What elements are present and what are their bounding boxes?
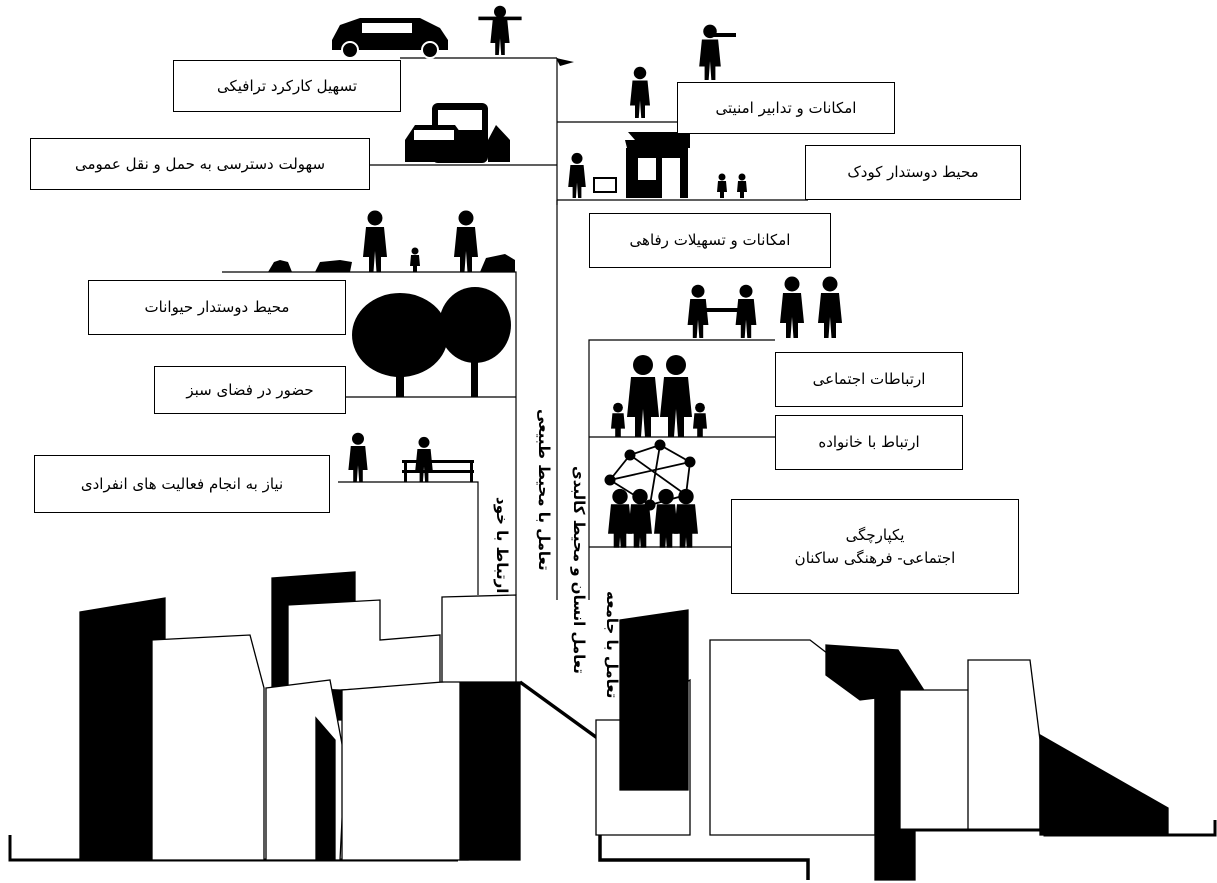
pets-walkers-icon (268, 210, 515, 272)
axis-self-label: ارتباط با خود (493, 496, 511, 594)
need-amenities-box: امکانات و تسهیلات رفاهی (589, 213, 831, 268)
need-child-friendly-box: محیط دوستدار کودک (805, 145, 1021, 200)
car-icon (332, 18, 448, 59)
need-integration-box: یکپارچگی اجتماعی- فرهنگی ساکنان (731, 499, 1019, 594)
network-people-icon (604, 439, 698, 548)
right-tier-lines (556, 121, 808, 600)
police-icon (630, 24, 736, 118)
need-integration-line1: یکپارچگی (845, 526, 905, 544)
need-family-box: ارتباط با خانواده (775, 415, 963, 470)
axis-built-label: تعامل انسان و محیط کالبدی (570, 466, 588, 674)
need-green-space-box: حضور در فضای سبز (154, 366, 346, 414)
runner-bench-icon (348, 432, 474, 482)
need-animal-friendly-label: محیط دوستدار حیوانات (144, 298, 290, 317)
need-family-label: ارتباط با خانواده (818, 433, 920, 452)
need-social-relations-box: ارتباطات اجتماعی (775, 352, 963, 407)
family-icon (611, 355, 707, 437)
axis-nature-label: تعامل با محیط طبیعی (535, 409, 553, 571)
skyline (8, 571, 1217, 881)
need-traffic-box: تسهیل کارکرد ترافیکی (173, 60, 401, 112)
trees-icon (352, 287, 511, 397)
need-security-label: امکانات و تدابیر امنیتی (715, 98, 857, 117)
need-individual-activities-label: نیاز به انجام فعالیت های انفرادی (80, 474, 284, 493)
need-integration-line2: اجتماعی- فرهنگی ساکنان (794, 548, 956, 567)
need-security-box: امکانات و تدابیر امنیتی (677, 82, 895, 134)
bus-icon (405, 103, 510, 163)
need-individual-activities-box: نیاز به انجام فعالیت های انفرادی (34, 455, 330, 513)
need-amenities-label: امکانات و تسهیلات رفاهی (629, 231, 791, 250)
flag-icon (556, 58, 574, 66)
need-traffic-label: تسهیل کارکرد ترافیکی (216, 76, 358, 95)
need-child-friendly-label: محیط دوستدار کودک (847, 163, 979, 182)
need-social-relations-label: ارتباطات اجتماعی (812, 370, 926, 389)
need-transit-box: سهولت دسترسی به حمل و نقل عمومی (30, 138, 370, 190)
need-green-space-label: حضور در فضای سبز (186, 380, 314, 399)
need-transit-label: سهولت دسترسی به حمل و نقل عمومی (74, 154, 326, 173)
cafe-people-icon (687, 276, 842, 338)
axis-society-label: تعامل با جامعه (603, 591, 621, 699)
traffic-officer-icon (478, 5, 522, 55)
shop-icon (568, 132, 747, 198)
need-animal-friendly-box: محیط دوستدار حیوانات (88, 280, 346, 335)
